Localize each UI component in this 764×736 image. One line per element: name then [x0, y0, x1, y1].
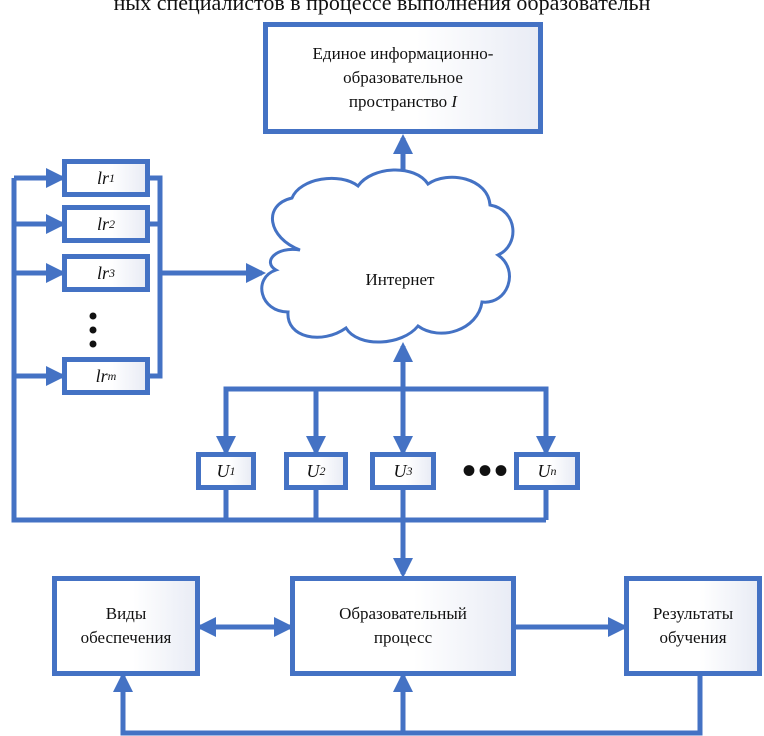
bottom-feedback-bus	[113, 672, 703, 736]
space-variable: I	[451, 92, 458, 111]
u-ellipsis: •••	[462, 448, 511, 493]
u1-label: U	[216, 460, 230, 481]
header-text-fragment: ных специалистов в процессе выполнения о…	[113, 0, 651, 15]
unified-education-space-box: Единое информационно- образовательное пр…	[263, 22, 543, 134]
results-line-1: Результаты	[652, 604, 734, 623]
support-line-2: обеспечения	[80, 628, 172, 647]
lrm-label: lr	[95, 365, 108, 386]
lrm-sub: m	[107, 368, 117, 383]
u3-label: U	[393, 460, 407, 481]
u-distribution-bus	[216, 386, 556, 456]
support-line-1: Виды	[105, 604, 147, 623]
u2-sub: 2	[319, 463, 326, 478]
u3-sub: 3	[406, 463, 413, 478]
un-sub: n	[550, 463, 557, 478]
lr3-label: lr	[96, 262, 109, 283]
lr1-label: lr	[96, 167, 109, 188]
lr2-label: lr	[96, 213, 109, 234]
space-line-3: пространство	[348, 92, 452, 111]
lr2-sub: 2	[109, 216, 115, 231]
lr1-sub: 1	[109, 170, 115, 185]
lr3-sub: 3	[109, 265, 115, 280]
lr-vertical-dots	[89, 312, 97, 348]
education-process-box: Образовательный процесс	[290, 576, 516, 676]
space-line-1: Единое информационно-	[312, 44, 494, 63]
learning-results-box: Результаты обучения	[624, 576, 762, 676]
u1-sub: 1	[229, 463, 236, 478]
results-line-2: обучения	[659, 628, 727, 647]
u2-label: U	[306, 460, 320, 481]
process-line-1: Образовательный	[339, 604, 467, 623]
internet-label: Интернет	[365, 270, 435, 289]
support-types-box: Виды обеспечения	[52, 576, 200, 676]
un-label: U	[537, 460, 551, 481]
process-line-2: процесс	[373, 628, 433, 647]
space-line-2: образовательное	[343, 68, 463, 87]
right-lr-bus	[150, 175, 163, 379]
internet-cloud	[260, 168, 515, 344]
